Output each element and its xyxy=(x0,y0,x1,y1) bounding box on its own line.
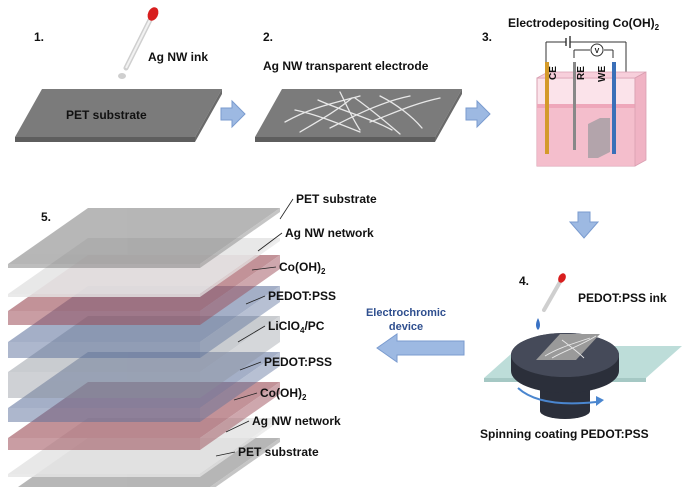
leader-line xyxy=(279,198,294,220)
leader-line xyxy=(225,420,250,433)
process-arrow-1 xyxy=(220,99,246,129)
re-label: RE xyxy=(576,66,587,80)
step1-pet-substrate xyxy=(15,89,222,142)
step2-label: Ag NW transparent electrode xyxy=(263,59,429,73)
step2-agnw-electrode xyxy=(255,89,462,142)
step3-electrodes xyxy=(545,62,616,154)
step2-agnw-network xyxy=(284,91,441,135)
step3-number: 3. xyxy=(482,30,492,44)
layer-label: Ag NW network xyxy=(252,414,341,428)
layer-pet-top xyxy=(8,208,280,268)
step1-substrate-label: PET substrate xyxy=(66,108,147,122)
we-label: WE xyxy=(597,66,608,82)
device-label-line1: Electrochromic xyxy=(366,307,446,319)
leader-line xyxy=(215,451,236,457)
step3-beaker xyxy=(536,71,647,167)
process-arrow-2 xyxy=(465,99,491,129)
leader-line xyxy=(257,232,283,252)
layer-label: PET substrate xyxy=(238,445,319,459)
layer-label: PEDOT:PSS xyxy=(268,289,336,303)
layer-label: Co(OH)2 xyxy=(279,260,326,276)
leader-line xyxy=(239,361,262,371)
process-arrow-4 xyxy=(376,333,465,363)
device-label-line2: device xyxy=(389,321,423,333)
voltmeter-icon: V xyxy=(590,43,604,57)
ce-label: CE xyxy=(548,66,559,80)
layer-label: Co(OH)2 xyxy=(260,386,307,402)
leader-line xyxy=(245,295,266,305)
layer-pedot-bottom xyxy=(8,352,280,422)
leader-line xyxy=(251,266,277,271)
device-layer-stack xyxy=(8,208,280,487)
step4-spin-coater xyxy=(484,333,682,419)
step4-ink-label: PEDOT:PSS ink xyxy=(578,291,667,305)
layer-label: PET substrate xyxy=(296,192,377,206)
leader-line xyxy=(237,325,266,343)
layer-label: PEDOT:PSS xyxy=(264,355,332,369)
step4-dropper-icon xyxy=(536,273,566,330)
leader-line xyxy=(233,392,258,401)
step3-title: Electrodepositing Co(OH)2 xyxy=(508,16,660,32)
step2-number: 2. xyxy=(263,30,273,44)
step5-number: 5. xyxy=(41,210,51,224)
step1-ink-label: Ag NW ink xyxy=(148,50,208,64)
layer-label: LiClO4/PC xyxy=(268,319,325,335)
step1-dropper-icon xyxy=(118,7,159,79)
process-arrow-3 xyxy=(568,211,600,239)
step4-number: 4. xyxy=(519,274,529,288)
layer-label: Ag NW network xyxy=(285,226,374,240)
step1-number: 1. xyxy=(34,30,44,44)
svg-text:V: V xyxy=(595,48,600,55)
step4-caption: Spinning coating PEDOT:PSS xyxy=(480,427,649,441)
